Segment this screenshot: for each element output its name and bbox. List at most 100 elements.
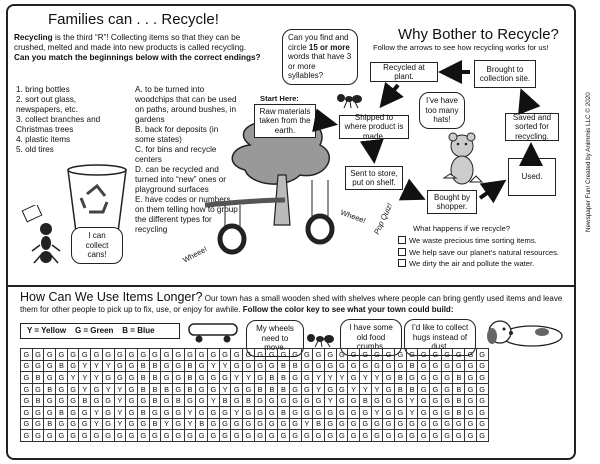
grid-cell[interactable]: G: [475, 348, 489, 361]
grid-cell[interactable]: G: [440, 382, 454, 396]
grid-cell[interactable]: Y: [90, 417, 103, 431]
grid-cell[interactable]: G: [171, 405, 185, 419]
grid-cell[interactable]: G: [253, 348, 267, 361]
grid-cell[interactable]: G: [207, 417, 220, 431]
grid-cell[interactable]: G: [440, 429, 454, 442]
grid-cell[interactable]: Y: [370, 405, 384, 419]
grid-cell[interactable]: G: [300, 429, 314, 442]
grid-cell[interactable]: G: [230, 394, 244, 407]
grid-cell[interactable]: G: [312, 359, 325, 373]
grid-cell[interactable]: G: [475, 417, 489, 431]
grid-cell[interactable]: G: [347, 371, 360, 384]
grid-cell[interactable]: B: [394, 371, 407, 384]
quiz-checkbox[interactable]: [398, 247, 406, 256]
grid-cell[interactable]: B: [452, 371, 466, 384]
grid-cell[interactable]: G: [265, 417, 279, 431]
grid-cell[interactable]: G: [242, 359, 255, 373]
grid-cell[interactable]: G: [20, 348, 33, 361]
grid-cell[interactable]: G: [464, 348, 477, 361]
grid-cell[interactable]: Y: [113, 417, 127, 431]
grid-cell[interactable]: G: [394, 394, 407, 407]
grid-cell[interactable]: G: [125, 429, 138, 442]
grid-cell[interactable]: G: [218, 405, 232, 419]
grid-cell[interactable]: G: [160, 405, 173, 419]
grid-cell[interactable]: B: [277, 371, 290, 384]
grid-cell[interactable]: Y: [218, 382, 232, 396]
grid-cell[interactable]: G: [55, 348, 68, 361]
grid-cell[interactable]: G: [429, 405, 442, 419]
grid-cell[interactable]: G: [195, 429, 208, 442]
grid-cell[interactable]: G: [464, 359, 477, 373]
grid-cell[interactable]: G: [195, 371, 208, 384]
grid-cell[interactable]: G: [475, 359, 489, 373]
grid-cell[interactable]: Y: [335, 371, 349, 384]
grid-cell[interactable]: G: [195, 382, 208, 396]
grid-cell[interactable]: G: [358, 417, 372, 431]
grid-cell[interactable]: G: [475, 429, 489, 442]
grid-cell[interactable]: B: [136, 405, 150, 419]
grid-cell[interactable]: G: [394, 348, 407, 361]
grid-cell[interactable]: B: [277, 359, 290, 373]
grid-cell[interactable]: G: [171, 417, 185, 431]
grid-cell[interactable]: Y: [101, 359, 115, 373]
grid-cell[interactable]: G: [183, 429, 197, 442]
grid-cell[interactable]: G: [382, 382, 395, 396]
grid-cell[interactable]: G: [242, 382, 255, 396]
grid-cell[interactable]: Y: [207, 359, 220, 373]
grid-cell[interactable]: G: [323, 429, 337, 442]
grid-cell[interactable]: G: [230, 429, 244, 442]
grid-cell[interactable]: G: [66, 429, 80, 442]
grid-cell[interactable]: B: [358, 394, 372, 407]
grid-cell[interactable]: G: [242, 348, 255, 361]
grid-cell[interactable]: G: [370, 417, 384, 431]
grid-cell[interactable]: G: [125, 382, 138, 396]
grid-cell[interactable]: B: [148, 417, 162, 431]
grid-cell[interactable]: G: [113, 371, 127, 384]
grid-cell[interactable]: Y: [312, 382, 325, 396]
grid-cell[interactable]: G: [66, 348, 80, 361]
grid-cell[interactable]: G: [148, 429, 162, 442]
grid-cell[interactable]: Y: [78, 382, 92, 396]
grid-cell[interactable]: G: [20, 371, 33, 384]
grid-cell[interactable]: G: [358, 405, 372, 419]
grid-cell[interactable]: G: [300, 405, 314, 419]
grid-cell[interactable]: G: [136, 394, 150, 407]
grid-cell[interactable]: G: [382, 417, 395, 431]
grid-cell[interactable]: G: [66, 359, 80, 373]
grid-cell[interactable]: G: [464, 382, 477, 396]
grid-cell[interactable]: G: [207, 382, 220, 396]
grid-cell[interactable]: G: [335, 429, 349, 442]
grid-cell[interactable]: G: [160, 348, 173, 361]
grid-cell[interactable]: G: [464, 394, 477, 407]
grid-cell[interactable]: G: [475, 394, 489, 407]
grid-cell[interactable]: G: [370, 359, 384, 373]
grid-cell[interactable]: B: [136, 359, 150, 373]
grid-cell[interactable]: G: [20, 417, 33, 431]
grid-cell[interactable]: B: [405, 359, 419, 373]
grid-cell[interactable]: G: [20, 394, 33, 407]
grid-cell[interactable]: G: [300, 394, 314, 407]
grid-cell[interactable]: G: [300, 348, 314, 361]
grid-cell[interactable]: G: [20, 382, 33, 396]
grid-cell[interactable]: G: [66, 417, 80, 431]
grid-cell[interactable]: B: [195, 417, 208, 431]
grid-cell[interactable]: G: [160, 359, 173, 373]
grid-cell[interactable]: G: [288, 417, 302, 431]
grid-cell[interactable]: G: [452, 429, 466, 442]
grid-cell[interactable]: G: [347, 348, 360, 361]
grid-cell[interactable]: G: [382, 394, 395, 407]
grid-cell[interactable]: G: [43, 429, 57, 442]
grid-cell[interactable]: Y: [312, 371, 325, 384]
grid-cell[interactable]: Y: [230, 371, 244, 384]
grid-cell[interactable]: Y: [230, 405, 244, 419]
grid-cell[interactable]: G: [370, 394, 384, 407]
grid-cell[interactable]: G: [101, 429, 115, 442]
grid-cell[interactable]: Y: [370, 371, 384, 384]
grid-cell[interactable]: B: [265, 382, 279, 396]
grid-cell[interactable]: G: [335, 359, 349, 373]
grid-cell[interactable]: G: [417, 382, 431, 396]
grid-cell[interactable]: G: [440, 371, 454, 384]
grid-cell[interactable]: G: [464, 429, 477, 442]
grid-cell[interactable]: G: [405, 371, 419, 384]
grid-cell[interactable]: Y: [160, 417, 173, 431]
